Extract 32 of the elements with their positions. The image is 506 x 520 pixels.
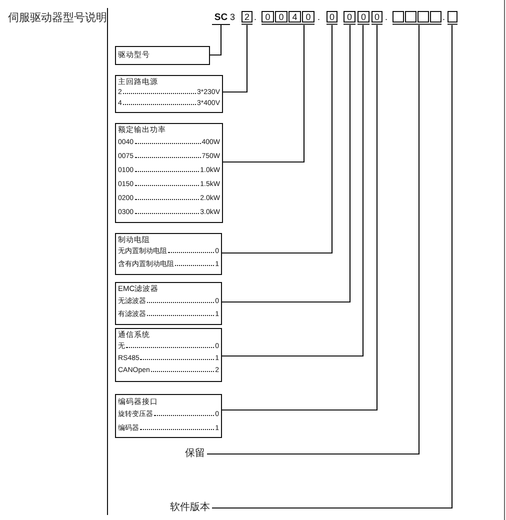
code-digit-box: 2 (241, 11, 253, 25)
field-label: 保留 (183, 447, 207, 461)
connector-line (223, 25, 305, 163)
empty-code-field (392, 11, 442, 25)
option-box (115, 75, 223, 113)
connector-line (223, 25, 248, 93)
code-separator: . (254, 11, 257, 24)
code-separator: . (442, 11, 446, 24)
connector-line (222, 25, 333, 254)
connector-line (222, 25, 378, 411)
connector-line (222, 25, 351, 303)
code-prefix: SC (212, 11, 230, 25)
option-box (115, 394, 222, 438)
code-digit: 3 (230, 11, 236, 24)
connector-line (207, 25, 420, 455)
field-label: 软件版本 (168, 501, 212, 515)
code-digit-box: 0 (326, 11, 338, 25)
code-digit-box: 0 (343, 11, 356, 25)
empty-code-box (447, 11, 458, 25)
option-box (115, 328, 222, 382)
diagram-title: 伺服驱动器型号说明 (8, 11, 107, 25)
option-box (115, 46, 210, 65)
option-box (115, 282, 222, 325)
connector-line (212, 25, 453, 509)
option-box (115, 123, 223, 223)
code-separator: . (385, 11, 388, 24)
connector-line (210, 25, 222, 56)
option-box (115, 233, 222, 275)
connector-line (222, 25, 364, 357)
code-separator: . (318, 11, 320, 24)
code-digit-box: 0 (357, 11, 370, 25)
code-digit-box: 0 (371, 11, 383, 25)
